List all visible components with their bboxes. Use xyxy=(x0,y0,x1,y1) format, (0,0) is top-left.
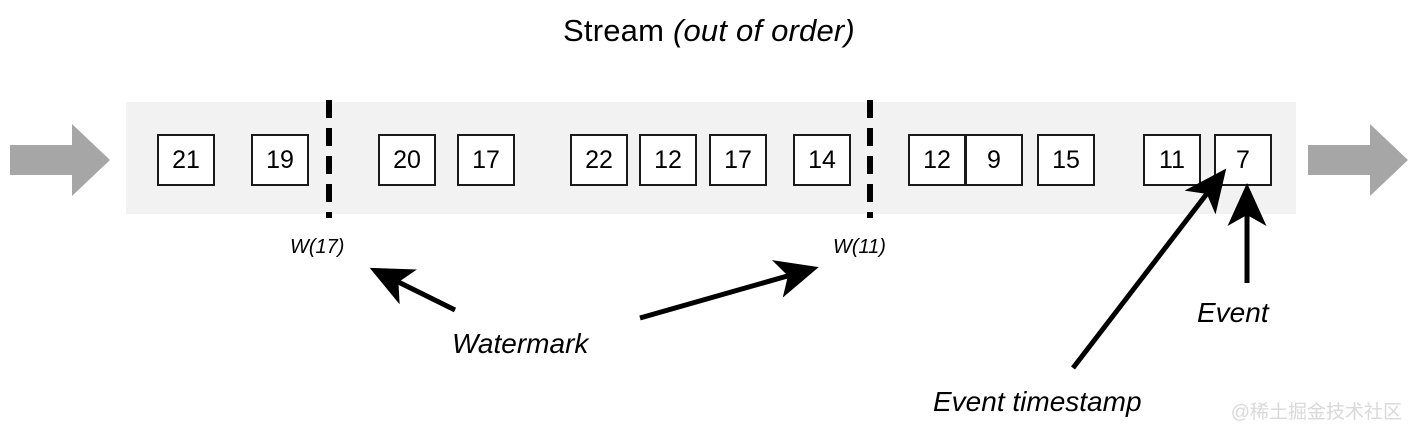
page-title-main: Stream xyxy=(563,13,673,48)
watermark-label-w17: W(17) xyxy=(290,236,345,258)
event-box[interactable]: 11 xyxy=(1143,134,1201,186)
event-box[interactable]: 14 xyxy=(793,134,851,186)
event-box[interactable]: 22 xyxy=(570,134,628,186)
event-value: 14 xyxy=(808,145,836,174)
event-value: 20 xyxy=(393,145,421,174)
event-box[interactable]: 12 xyxy=(908,134,966,186)
stream-flow-arrow-right-icon xyxy=(1308,124,1408,201)
event-value: 12 xyxy=(654,145,682,174)
corner-watermark: @稀土掘金技术社区 xyxy=(1230,402,1402,423)
event-value: 21 xyxy=(172,145,200,174)
event-value: 19 xyxy=(266,145,294,174)
event-box[interactable]: 17 xyxy=(709,134,767,186)
event-value: 9 xyxy=(987,145,1001,174)
annotation-label-event-timestamp: Event timestamp xyxy=(933,386,1142,417)
annotation-label-event: Event xyxy=(1197,297,1269,328)
event-value: 17 xyxy=(724,145,752,174)
event-box[interactable]: 15 xyxy=(1037,134,1095,186)
event-value: 7 xyxy=(1236,145,1250,174)
event-value: 12 xyxy=(923,145,951,174)
event-box[interactable]: 20 xyxy=(378,134,436,186)
page-title-qualifier: (out of order) xyxy=(672,13,855,48)
event-box[interactable]: 19 xyxy=(251,134,309,186)
event-value: 22 xyxy=(585,145,613,174)
arrow-watermark-to-w11 xyxy=(639,260,819,321)
watermark-divider-line xyxy=(326,100,332,218)
watermark-label-w11: W(11) xyxy=(833,236,886,258)
event-value: 15 xyxy=(1052,145,1080,174)
event-box[interactable]: 17 xyxy=(457,134,515,186)
watermark-divider-line xyxy=(867,100,873,218)
event-box[interactable]: 12 xyxy=(639,134,697,186)
stream-flow-arrow-left-icon xyxy=(10,124,110,201)
event-box[interactable]: 21 xyxy=(157,134,215,186)
event-box[interactable]: 9 xyxy=(965,134,1023,186)
event-value: 17 xyxy=(472,145,500,174)
arrow-watermark-to-w17 xyxy=(369,267,457,313)
annotation-label-watermark: Watermark xyxy=(452,328,589,359)
page-title: Stream (out of order) xyxy=(0,13,1418,49)
event-value: 11 xyxy=(1159,145,1185,174)
event-box[interactable]: 7 xyxy=(1214,134,1272,186)
